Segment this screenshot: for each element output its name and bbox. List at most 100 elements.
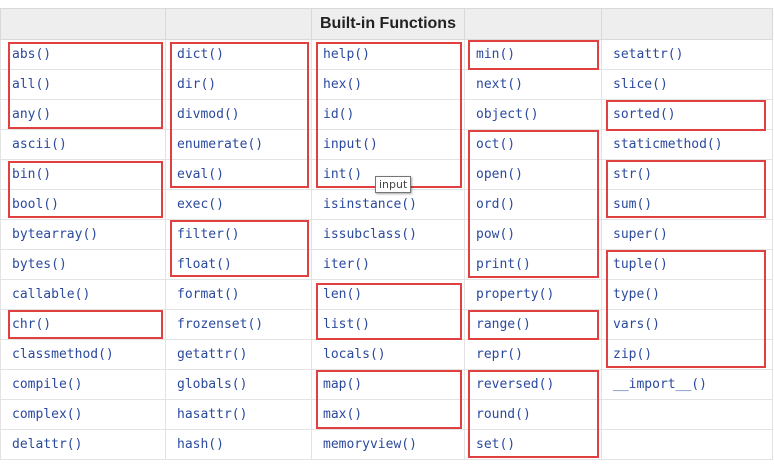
function-link[interactable]: classmethod(): [12, 347, 114, 362]
function-link[interactable]: locals(): [323, 347, 386, 362]
function-link[interactable]: iter(): [323, 257, 370, 272]
function-link[interactable]: map(): [323, 377, 363, 392]
table-cell: repr(): [464, 339, 602, 370]
function-link[interactable]: ord(): [476, 197, 516, 212]
table-cell: exec(): [165, 189, 312, 220]
table-cell: divmod(): [165, 99, 312, 130]
function-link[interactable]: oct(): [476, 137, 516, 152]
function-link[interactable]: input(): [323, 137, 378, 152]
table-cell: callable(): [0, 279, 166, 310]
function-link[interactable]: repr(): [476, 347, 523, 362]
function-link[interactable]: set(): [476, 437, 516, 452]
function-link[interactable]: zip(): [613, 347, 653, 362]
function-link[interactable]: round(): [476, 407, 531, 422]
function-link[interactable]: str(): [613, 167, 653, 182]
link-tooltip: input: [375, 176, 412, 193]
function-link[interactable]: vars(): [613, 317, 660, 332]
function-link[interactable]: hex(): [323, 77, 363, 92]
function-link[interactable]: open(): [476, 167, 523, 182]
function-link[interactable]: help(): [323, 47, 370, 62]
function-link[interactable]: ascii(): [12, 137, 67, 152]
table-cell: next(): [464, 69, 602, 100]
table-row: callable() format() len() property() type(): [0, 279, 773, 310]
function-link[interactable]: memoryview(): [323, 437, 417, 452]
table-cell: format(): [165, 279, 312, 310]
function-link[interactable]: id(): [323, 107, 355, 122]
table-cell: str(): [601, 159, 773, 190]
function-link[interactable]: compile(): [12, 377, 83, 392]
function-link[interactable]: pow(): [476, 227, 516, 242]
function-link[interactable]: format(): [177, 287, 240, 302]
function-link[interactable]: abs(): [12, 47, 52, 62]
function-link[interactable]: max(): [323, 407, 363, 422]
table-cell: issubclass(): [311, 219, 465, 250]
function-link[interactable]: len(): [323, 287, 363, 302]
function-link[interactable]: bin(): [12, 167, 52, 182]
table-cell: globals(): [165, 369, 312, 400]
function-link[interactable]: property(): [476, 287, 555, 302]
function-link[interactable]: print(): [476, 257, 531, 272]
function-link[interactable]: reversed(): [476, 377, 555, 392]
function-link[interactable]: filter(): [177, 227, 240, 242]
function-link[interactable]: issubclass(): [323, 227, 417, 242]
function-link[interactable]: divmod(): [177, 107, 240, 122]
function-link[interactable]: enumerate(): [177, 137, 264, 152]
function-link[interactable]: staticmethod(): [613, 137, 723, 152]
function-link[interactable]: hash(): [177, 437, 224, 452]
table-cell: pow(): [464, 219, 602, 250]
function-link[interactable]: callable(): [12, 287, 91, 302]
function-link[interactable]: all(): [12, 77, 52, 92]
table-cell: help(): [311, 39, 465, 70]
table-cell: any(): [0, 99, 166, 130]
builtin-functions-table: Built-in Functions abs()dict()help()min(…: [0, 8, 773, 460]
table-cell: print(): [464, 249, 602, 280]
function-link[interactable]: frozenset(): [177, 317, 264, 332]
table-cell: bytes(): [0, 249, 166, 280]
table-cell: isinstance(): [311, 189, 465, 220]
function-link[interactable]: delattr(): [12, 437, 83, 452]
function-link[interactable]: sorted(): [613, 107, 676, 122]
function-link[interactable]: exec(): [177, 197, 224, 212]
function-link[interactable]: hasattr(): [177, 407, 248, 422]
function-link[interactable]: eval(): [177, 167, 224, 182]
function-link[interactable]: setattr(): [613, 47, 684, 62]
table-cell: ascii(): [0, 129, 166, 160]
function-link[interactable]: min(): [476, 47, 516, 62]
table-cell: __import__(): [601, 369, 773, 400]
table-row: bin() eval() int() open() str(): [0, 159, 773, 190]
function-link[interactable]: object(): [476, 107, 539, 122]
function-link[interactable]: next(): [476, 77, 523, 92]
function-link[interactable]: dict(): [177, 47, 224, 62]
function-link[interactable]: any(): [12, 107, 52, 122]
function-link[interactable]: int(): [323, 167, 363, 182]
function-link[interactable]: chr(): [12, 317, 52, 332]
function-link[interactable]: globals(): [177, 377, 248, 392]
table-row: bytes() float() iter() print() tuple(): [0, 249, 773, 280]
function-link[interactable]: complex(): [12, 407, 83, 422]
table-cell: object(): [464, 99, 602, 130]
table-row: delattr() hash() memoryview() set(): [0, 429, 773, 460]
function-link[interactable]: type(): [613, 287, 660, 302]
table-cell: len(): [311, 279, 465, 310]
function-link[interactable]: isinstance(): [323, 197, 417, 212]
function-link[interactable]: bool(): [12, 197, 59, 212]
function-link[interactable]: dir(): [177, 77, 217, 92]
function-link[interactable]: float(): [177, 257, 232, 272]
function-link[interactable]: bytes(): [12, 257, 67, 272]
table-cell: list(): [311, 309, 465, 340]
function-link[interactable]: __import__(): [613, 377, 707, 392]
table-cell: property(): [464, 279, 602, 310]
table-cell: slice(): [601, 69, 773, 100]
table-cell: setattr(): [601, 39, 773, 70]
function-link[interactable]: range(): [476, 317, 531, 332]
table-cell: input(): [311, 129, 465, 160]
function-link[interactable]: slice(): [613, 77, 668, 92]
table-cell: hex(): [311, 69, 465, 100]
function-link[interactable]: bytearray(): [12, 227, 99, 242]
table-cell: staticmethod(): [601, 129, 773, 160]
function-link[interactable]: list(): [323, 317, 370, 332]
function-link[interactable]: tuple(): [613, 257, 668, 272]
function-link[interactable]: super(): [613, 227, 668, 242]
function-link[interactable]: sum(): [613, 197, 653, 212]
function-link[interactable]: getattr(): [177, 347, 248, 362]
